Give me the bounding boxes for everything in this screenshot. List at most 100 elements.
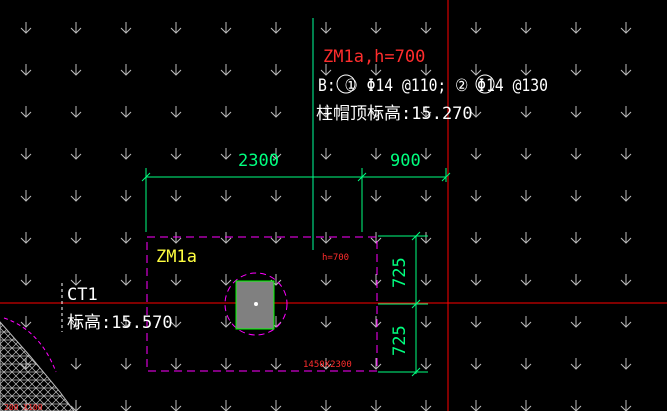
cap-thickness-tag: h=700 [322, 253, 349, 263]
down-arrow-marker-icon [370, 190, 382, 202]
down-arrow-marker-icon [70, 64, 82, 76]
down-arrow-marker-icon [370, 64, 382, 76]
down-arrow-marker-icon [270, 64, 282, 76]
down-arrow-marker-icon [120, 274, 132, 286]
down-arrow-marker-icon [170, 316, 182, 328]
down-arrow-marker-icon [70, 232, 82, 244]
down-arrow-marker-icon [320, 106, 332, 118]
down-arrow-marker-icon [470, 190, 482, 202]
down-arrow-marker-icon [320, 400, 332, 411]
down-arrow-marker-icon [120, 316, 132, 328]
down-arrow-marker-icon [70, 190, 82, 202]
down-arrow-marker-icon [420, 148, 432, 160]
hatched-region [0, 321, 75, 411]
down-arrow-marker-icon [470, 316, 482, 328]
down-arrow-marker-icon [570, 274, 582, 286]
dimension-height-upper: 725 [390, 257, 410, 288]
down-arrow-marker-icon [20, 232, 32, 244]
down-arrow-marker-icon [120, 400, 132, 411]
down-arrow-marker-icon [20, 22, 32, 34]
top-elevation-annotation: 柱帽顶标高:15.270 [316, 104, 473, 124]
down-arrow-marker-icon [370, 358, 382, 370]
down-arrow-marker-icon [620, 148, 632, 160]
down-arrow-marker-icon [420, 106, 432, 118]
down-arrow-marker-icon [370, 22, 382, 34]
down-arrow-marker-icon [220, 148, 232, 160]
down-arrow-marker-icon [420, 358, 432, 370]
down-arrow-marker-icon [620, 316, 632, 328]
down-arrow-marker-icon [320, 358, 332, 370]
down-arrow-marker-icon [620, 274, 632, 286]
down-arrow-marker-icon [220, 64, 232, 76]
down-arrow-marker-icon [420, 190, 432, 202]
grid-marker-layer [20, 22, 632, 411]
down-arrow-marker-icon [420, 274, 432, 286]
down-arrow-marker-icon [320, 274, 332, 286]
down-arrow-marker-icon [170, 190, 182, 202]
down-arrow-marker-icon [70, 316, 82, 328]
down-arrow-marker-icon [20, 64, 32, 76]
down-arrow-marker-icon [420, 232, 432, 244]
down-arrow-marker-icon [470, 274, 482, 286]
down-arrow-marker-icon [520, 148, 532, 160]
down-arrow-marker-icon [220, 358, 232, 370]
down-arrow-marker-icon [520, 106, 532, 118]
down-arrow-marker-icon [120, 190, 132, 202]
down-arrow-marker-icon [70, 106, 82, 118]
down-arrow-marker-icon [370, 274, 382, 286]
down-arrow-marker-icon [320, 232, 332, 244]
down-arrow-marker-icon [370, 106, 382, 118]
down-arrow-marker-icon [470, 106, 482, 118]
down-arrow-marker-icon [470, 64, 482, 76]
down-arrow-marker-icon [270, 22, 282, 34]
down-arrow-marker-icon [20, 148, 32, 160]
down-arrow-marker-icon [620, 232, 632, 244]
down-arrow-marker-icon [220, 106, 232, 118]
down-arrow-marker-icon [170, 106, 182, 118]
down-arrow-marker-icon [570, 22, 582, 34]
column-center-point [254, 302, 258, 306]
down-arrow-marker-icon [170, 358, 182, 370]
down-arrow-marker-icon [520, 64, 532, 76]
down-arrow-marker-icon [320, 190, 332, 202]
down-arrow-marker-icon [370, 316, 382, 328]
down-arrow-marker-icon [320, 148, 332, 160]
down-arrow-marker-icon [470, 400, 482, 411]
rebar-mark-circle-1 [336, 74, 356, 94]
down-arrow-marker-icon [570, 400, 582, 411]
down-arrow-marker-icon [420, 64, 432, 76]
down-arrow-marker-icon [320, 64, 332, 76]
down-arrow-marker-icon [520, 400, 532, 411]
down-arrow-marker-icon [20, 106, 32, 118]
down-arrow-marker-icon [220, 190, 232, 202]
down-arrow-marker-icon [570, 64, 582, 76]
down-arrow-marker-icon [520, 358, 532, 370]
down-arrow-marker-icon [120, 64, 132, 76]
down-arrow-marker-icon [520, 22, 532, 34]
down-arrow-marker-icon [470, 358, 482, 370]
cap-size-tag: 1450X2300 [303, 360, 352, 370]
down-arrow-marker-icon [520, 316, 532, 328]
down-arrow-marker-icon [570, 358, 582, 370]
down-arrow-marker-icon [620, 400, 632, 411]
down-arrow-marker-icon [170, 64, 182, 76]
down-arrow-marker-icon [620, 22, 632, 34]
down-arrow-marker-icon [320, 22, 332, 34]
down-arrow-marker-icon [570, 106, 582, 118]
down-arrow-marker-icon [120, 148, 132, 160]
down-arrow-marker-icon [320, 316, 332, 328]
down-arrow-marker-icon [170, 274, 182, 286]
down-arrow-marker-icon [20, 316, 32, 328]
hatched-corner-tag: 200 X100 [4, 403, 43, 411]
down-arrow-marker-icon [570, 232, 582, 244]
down-arrow-marker-icon [470, 148, 482, 160]
pile-cap-label: CT1 [67, 285, 98, 305]
down-arrow-marker-icon [170, 22, 182, 34]
down-arrow-marker-icon [570, 148, 582, 160]
down-arrow-marker-icon [220, 400, 232, 411]
down-arrow-marker-icon [220, 22, 232, 34]
down-arrow-marker-icon [120, 358, 132, 370]
down-arrow-marker-icon [570, 316, 582, 328]
